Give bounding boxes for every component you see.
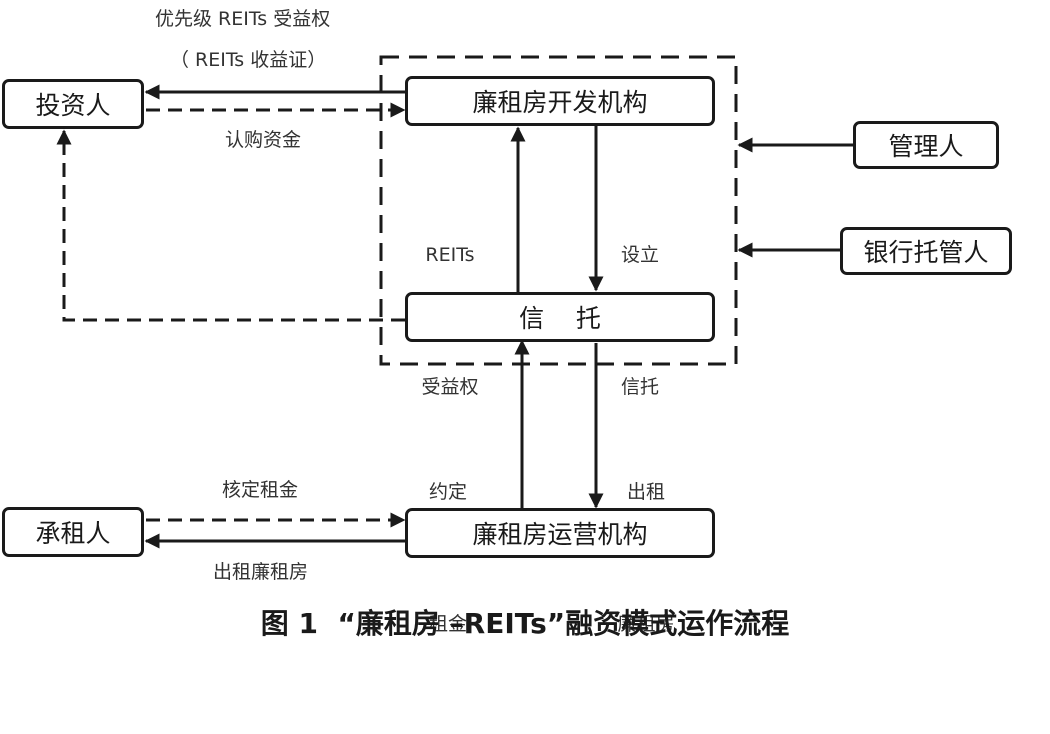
label-reits-benefit-line2: 受益权 <box>421 376 479 398</box>
label-establish-trust: 设立 信托 <box>612 145 668 497</box>
flowchart: 投资人 廉租房开发机构 管理人 银行托管人 信 托 承租人 廉租房运营机构 优先… <box>2 8 1012 640</box>
node-custodian: 银行托管人 <box>840 227 1012 275</box>
label-lease-housing: 出租廉租房 <box>213 561 309 583</box>
label-reits-benefit: REITs 受益权 <box>410 145 490 497</box>
label-approved-rent: 核定租金 <box>222 479 299 501</box>
label-priority-reits: 优先级 REITs 受益权 <box>155 8 331 30</box>
label-lease-out-line2: 廉租房 <box>617 613 675 635</box>
node-tenant: 承租人 <box>2 507 144 557</box>
label-agreed-rent-line2: 租金 <box>428 613 467 635</box>
label-establish-trust-line1: 设立 <box>620 244 659 266</box>
connector-layer <box>56 55 853 549</box>
label-reits-benefit-line1: REITs <box>425 244 475 266</box>
node-trust: 信 托 <box>405 292 715 342</box>
label-agreed-rent-line1: 约定 <box>428 481 467 503</box>
label-lease-out: 出租 廉租房 <box>606 382 686 734</box>
trust-boundary <box>379 55 738 366</box>
node-operator: 廉租房运营机构 <box>405 508 715 558</box>
label-lease-out-line1: 出租 <box>626 481 665 503</box>
arrow-trust-to-investor <box>56 129 405 322</box>
label-reits-certificate: （ REITs 收益证） <box>170 49 327 71</box>
figure-caption: 图 1 “廉租房 –REITs”融资模式运作流程 <box>260 607 790 640</box>
node-investor: 投资人 <box>2 79 144 129</box>
label-establish-trust-line2: 信托 <box>620 376 659 398</box>
label-subscription-funds: 认购资金 <box>225 129 302 151</box>
label-agreed-rent: 约定 租金 <box>420 382 476 734</box>
node-manager: 管理人 <box>853 121 999 169</box>
node-developer: 廉租房开发机构 <box>405 76 715 126</box>
